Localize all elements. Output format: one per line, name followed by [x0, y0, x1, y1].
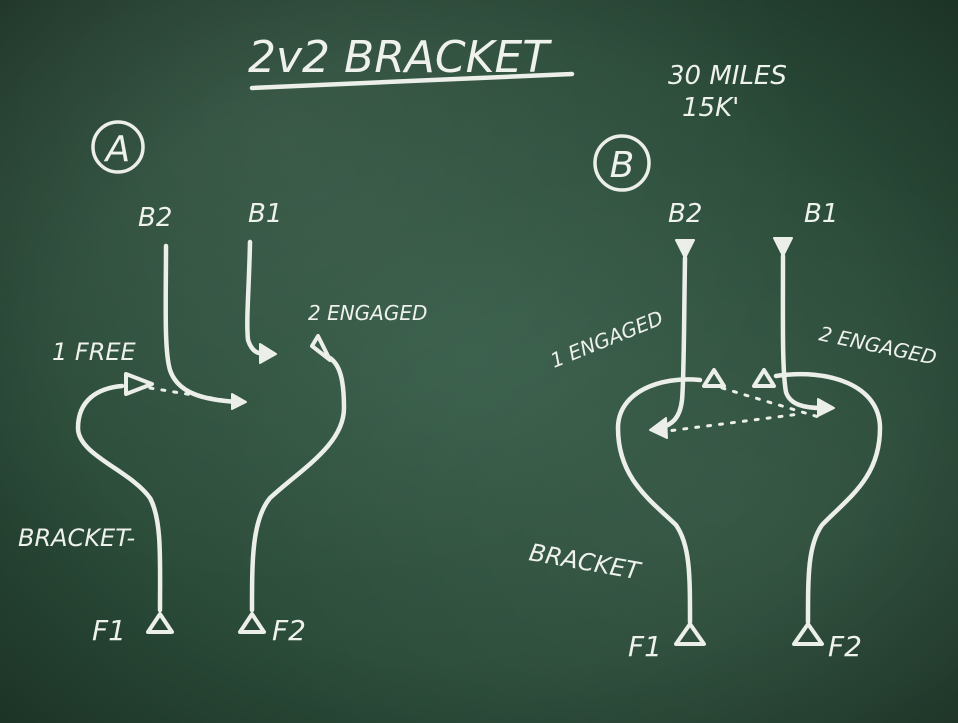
diagram-a: A B2 B1 1 FREE 2 ENGAGED F1 F2 BRACKET- [18, 120, 427, 647]
diagram-a-f1-arrowhead [124, 372, 154, 396]
diagram-a-b1-path [245, 239, 269, 357]
diagram-b-bracket-label: BRACKET [527, 538, 644, 585]
altitude-note-line1: 30 MILES [668, 61, 787, 91]
diagram-b-f2-start-triangle [792, 622, 824, 646]
diagram-a-f1-start-triangle [146, 612, 174, 634]
diagram-a-fighter-f2-label: F2 [272, 614, 306, 647]
diagram-a-fighter-f1-label: F1 [92, 614, 126, 647]
diagram-b-bandit-b1-label: B1 [804, 199, 838, 229]
diagram-b: B B2 B1 1 ENGAGED 2 ENGAGED F1 F2 BRACKE… [527, 134, 939, 663]
title-underline [249, 71, 575, 91]
diagram-a-f2-arrowhead [310, 334, 332, 362]
diagram-a-bandit-b1-label: B1 [248, 199, 282, 229]
diagram-b-b1-path [780, 253, 825, 411]
diagram-b-b2-start-triangle [675, 239, 695, 259]
diagram-b-fighter-f1-label: F1 [628, 630, 662, 663]
diagram-b-sightline-2 [720, 386, 824, 420]
diagram-b-b2-path [657, 255, 688, 431]
diagram-a-free-label: 1 FREE [52, 338, 137, 366]
diagram-a-marker-circle [91, 120, 145, 174]
diagram-a-f2-path [249, 355, 347, 613]
diagram-a-f2-start-triangle [238, 612, 266, 634]
diagram-b-b2-arrowhead [649, 417, 668, 439]
diagram-b-f1-path [615, 377, 703, 625]
diagram-a-f1-path [75, 383, 163, 613]
diagram-title: 2v2 BRACKET [248, 32, 552, 83]
diagram-b-f1-start-triangle [674, 622, 706, 646]
diagram-b-b1-start-triangle [773, 237, 793, 257]
diagram-b-marker-circle [593, 134, 651, 192]
diagram-a-bracket-label: BRACKET- [18, 524, 135, 552]
diagram-b-engaged1-label: 1 ENGAGED [547, 306, 667, 373]
diagram-b-f2-path [773, 371, 883, 625]
diagram-a-b2-path [163, 243, 241, 405]
diagram-b-marker: B [610, 145, 635, 186]
diagram-b-bandit-b2-label: B2 [668, 199, 702, 229]
diagram-b-f2-arrowhead [752, 368, 776, 388]
altitude-note-line2: 15K' [682, 93, 739, 123]
diagram-b-engaged2-label: 2 ENGAGED [817, 321, 939, 369]
diagram-b-fighter-f2-label: F2 [828, 630, 862, 663]
diagram-b-sightline-1 [658, 412, 802, 434]
diagram-a-free-sightline [148, 386, 238, 404]
diagram-a-marker: A [104, 129, 131, 170]
diagram-a-b1-arrowhead [259, 343, 277, 364]
diagram-b-f1-arrowhead [702, 368, 726, 388]
diagram-a-engaged-label: 2 ENGAGED [308, 301, 427, 325]
diagram-a-bandit-b2-label: B2 [138, 203, 172, 233]
diagram-b-b1-arrowhead [817, 398, 835, 417]
